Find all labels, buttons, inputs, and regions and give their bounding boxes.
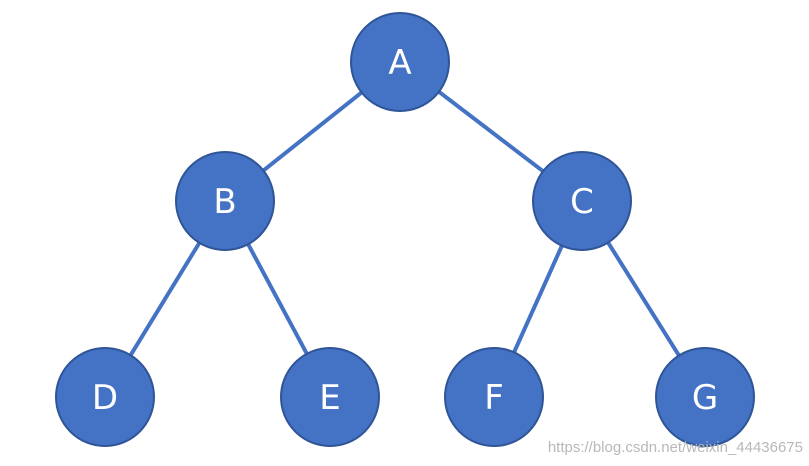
edge-b-d [127, 240, 203, 358]
node-e: E [280, 347, 380, 447]
node-label-g: G [692, 378, 718, 418]
node-circle-f [444, 347, 544, 447]
node-label-c: C [570, 182, 594, 222]
nodes-layer: A B C D E F G [55, 12, 755, 447]
edge-a-b [260, 89, 365, 174]
node-label-f: F [484, 378, 504, 418]
node-f: F [444, 347, 544, 447]
edge-b-e [245, 241, 310, 357]
node-d: D [55, 347, 155, 447]
node-label-e: E [319, 378, 340, 418]
node-circle-c [532, 151, 632, 251]
node-label-a: A [388, 43, 411, 83]
node-label-d: D [92, 378, 118, 418]
node-circle-b [175, 151, 275, 251]
node-c: C [532, 151, 632, 251]
node-g: G [655, 347, 755, 447]
node-a: A [350, 12, 450, 112]
node-circle-e [280, 347, 380, 447]
node-circle-a [350, 12, 450, 112]
node-b: B [175, 151, 275, 251]
edges-layer [127, 88, 682, 359]
edge-a-c [436, 88, 546, 175]
node-circle-d [55, 347, 155, 447]
edge-c-f [511, 243, 565, 355]
node-label-b: B [213, 182, 236, 222]
node-circle-g [655, 347, 755, 447]
watermark-text: https://blog.csdn.net/weixin_44436675 [547, 439, 803, 456]
edge-c-g [605, 239, 682, 359]
